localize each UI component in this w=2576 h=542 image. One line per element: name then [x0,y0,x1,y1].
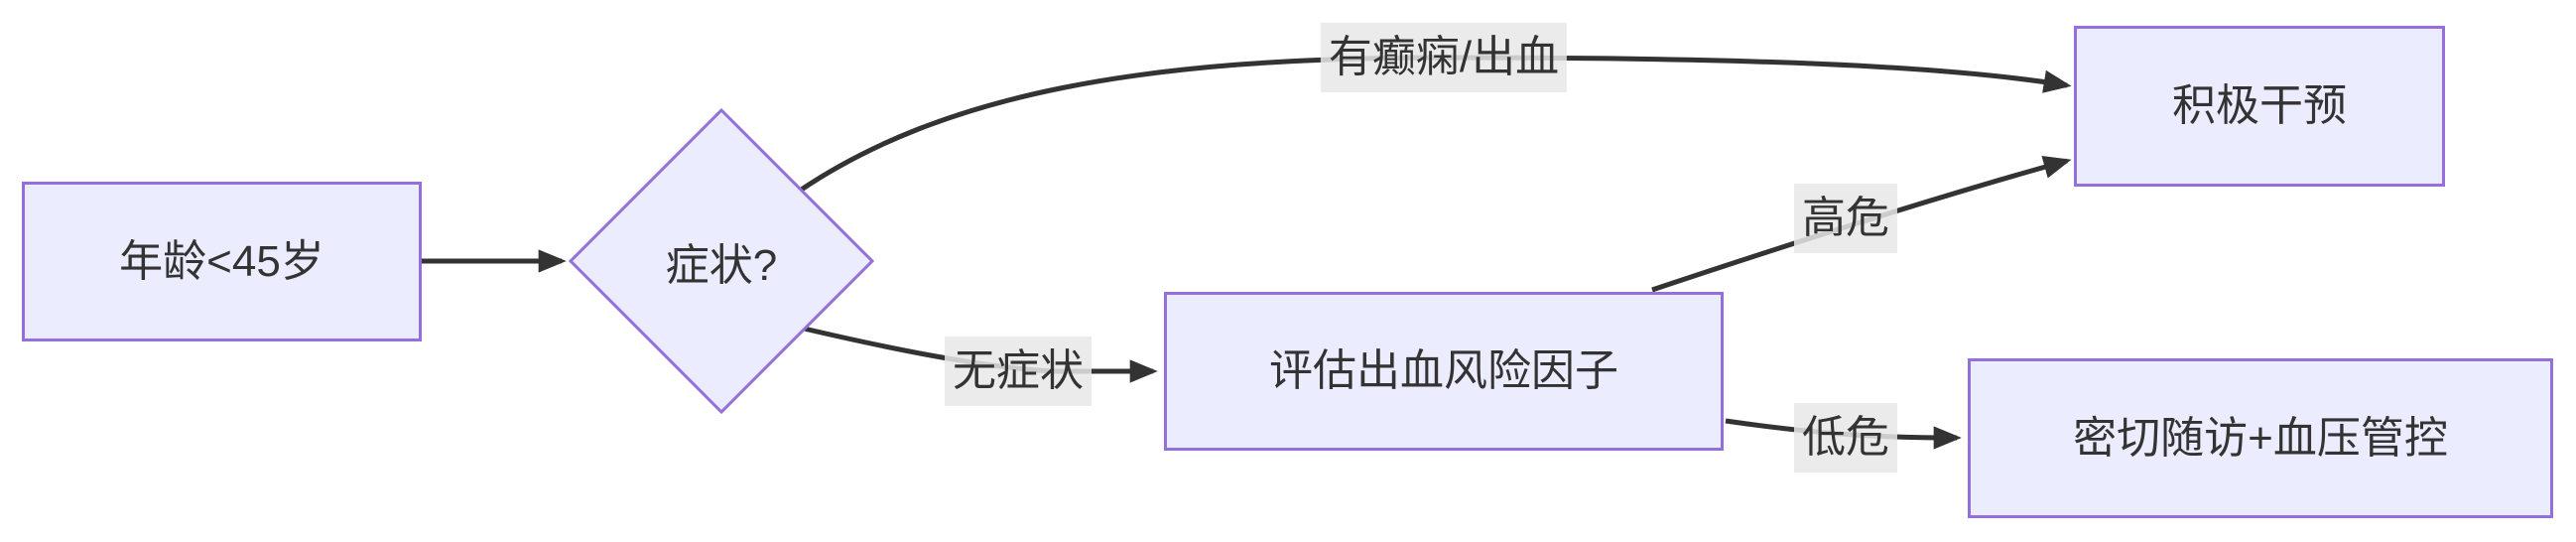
node-symptoms-diamond-shape [568,107,875,415]
node-followup: 密切随访+血压管控 [1968,358,2553,518]
node-symptoms-label: 症状? [665,241,778,290]
edge-label-low-risk: 低危 [1794,402,1897,474]
node-intervene-label: 积极干预 [2172,81,2347,131]
edge-label-asymptomatic: 无症状 [945,336,1092,407]
node-assess-label: 评估出血风险因子 [1269,346,1618,396]
edge-label-high-risk: 高危 [1794,183,1897,254]
node-age-label: 年龄<45岁 [119,236,324,286]
node-followup-label: 密切随访+血压管控 [2073,413,2448,463]
node-intervene: 积极干预 [2074,26,2445,187]
node-assess: 评估出血风险因子 [1164,292,1724,451]
edge-label-epilepsy-bleed: 有癫痫/出血 [1320,22,1568,93]
node-age: 年龄<45岁 [22,182,422,341]
node-symptoms: 症状? [666,229,777,293]
